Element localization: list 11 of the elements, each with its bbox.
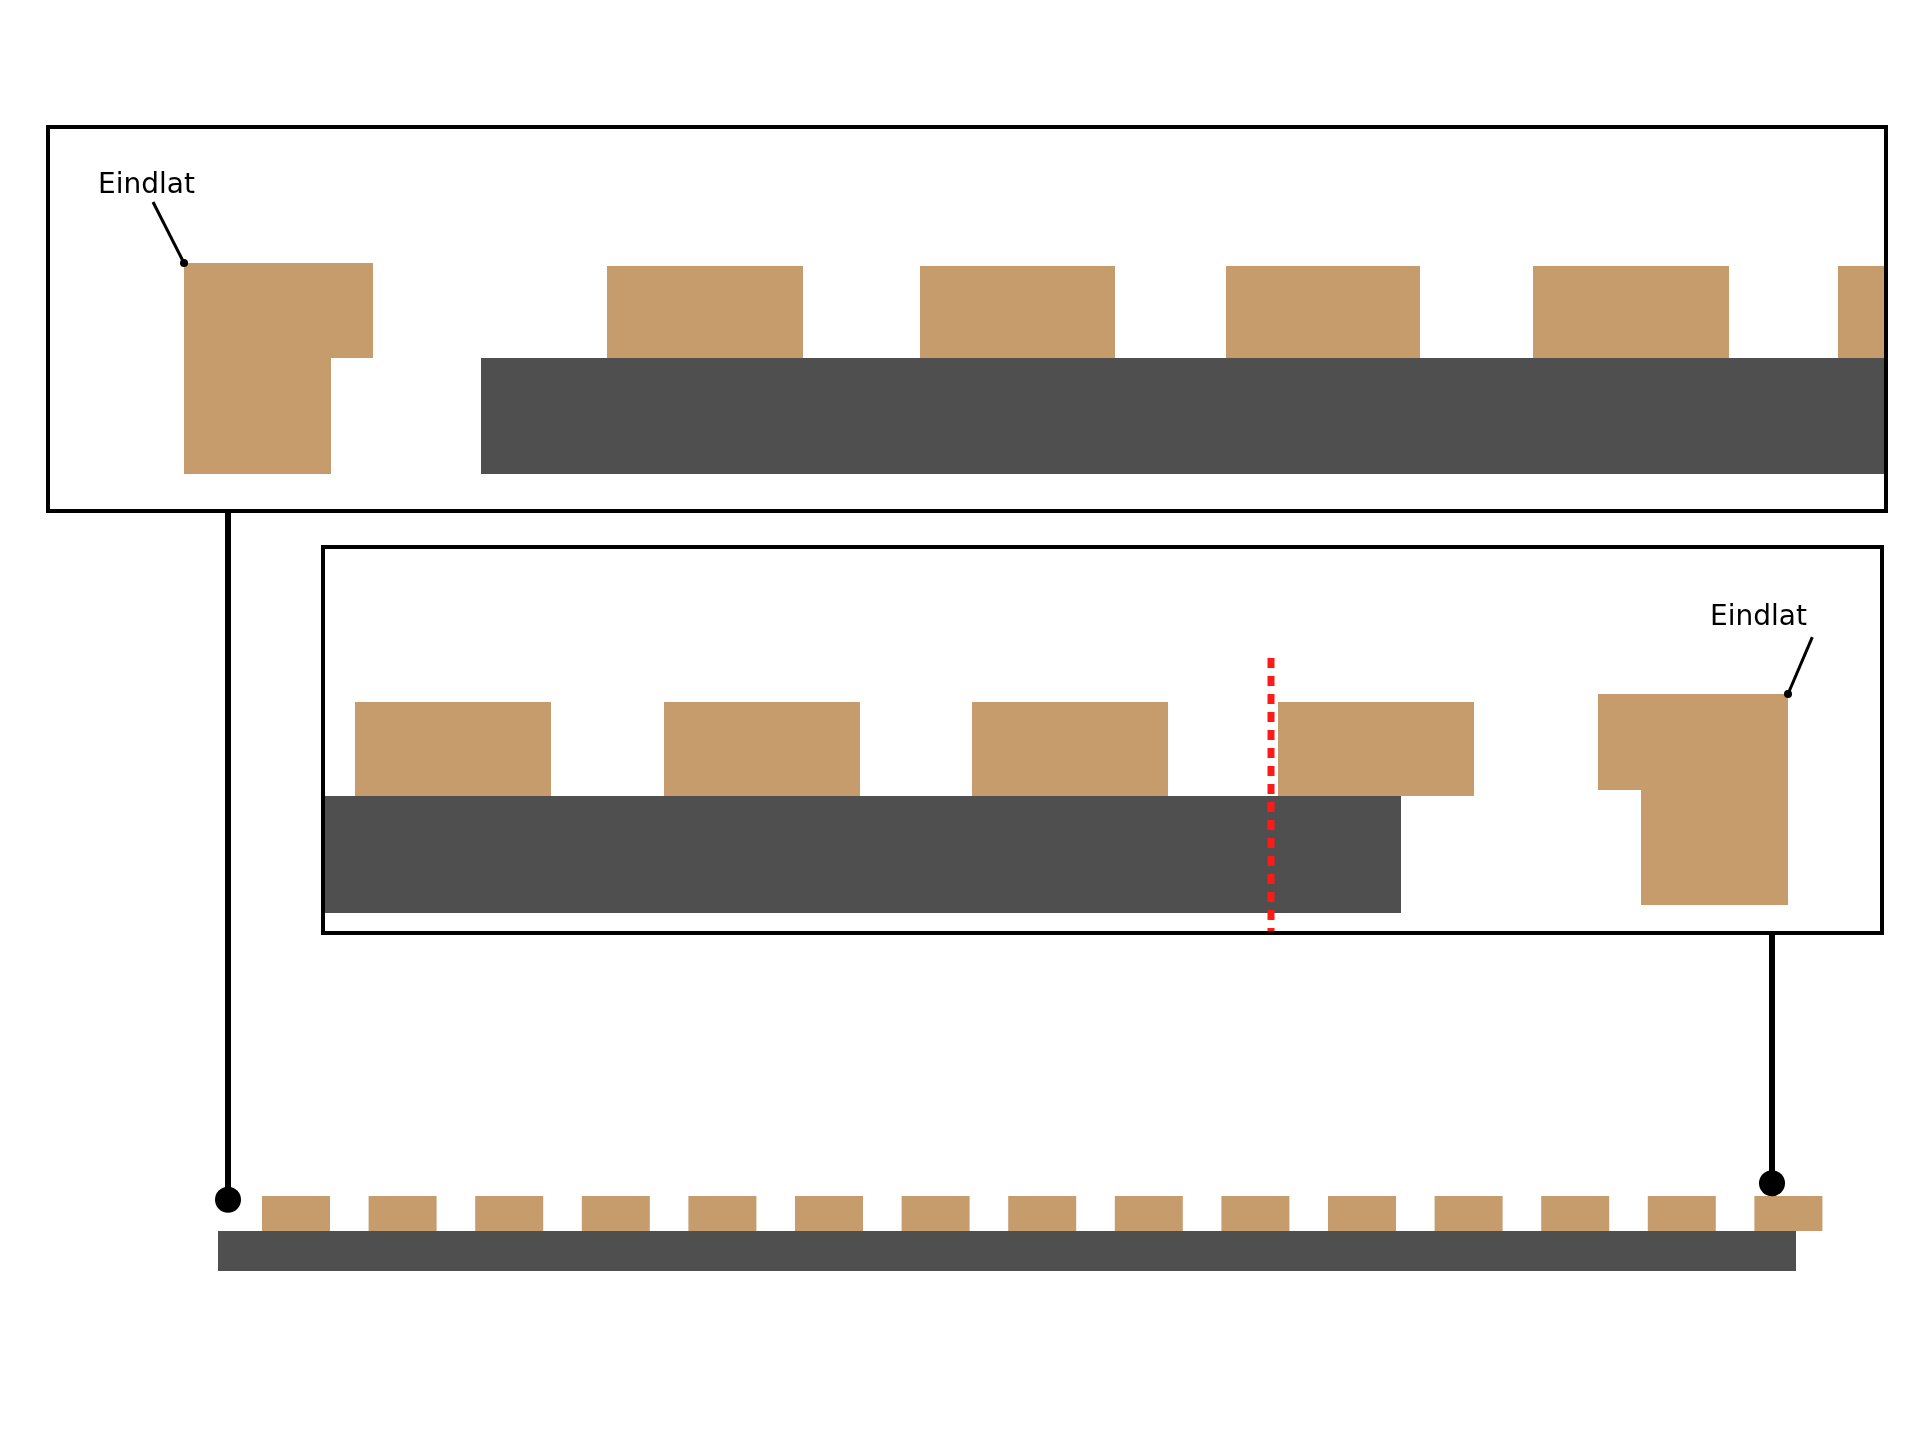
- connector-line: [215, 513, 241, 1213]
- callout-label: Eindlat: [98, 170, 195, 198]
- callout-label: Eindlat: [1710, 602, 1807, 630]
- end-slat: [1598, 694, 1788, 905]
- end-slat: [184, 263, 373, 474]
- slat-overview-drawing: [218, 1196, 1823, 1271]
- leader-line: [1784, 636, 1814, 698]
- connector-line: [1759, 935, 1785, 1197]
- detail-frame: [321, 545, 1884, 935]
- detail-frame: [46, 125, 1888, 513]
- leader-line: [151, 201, 188, 267]
